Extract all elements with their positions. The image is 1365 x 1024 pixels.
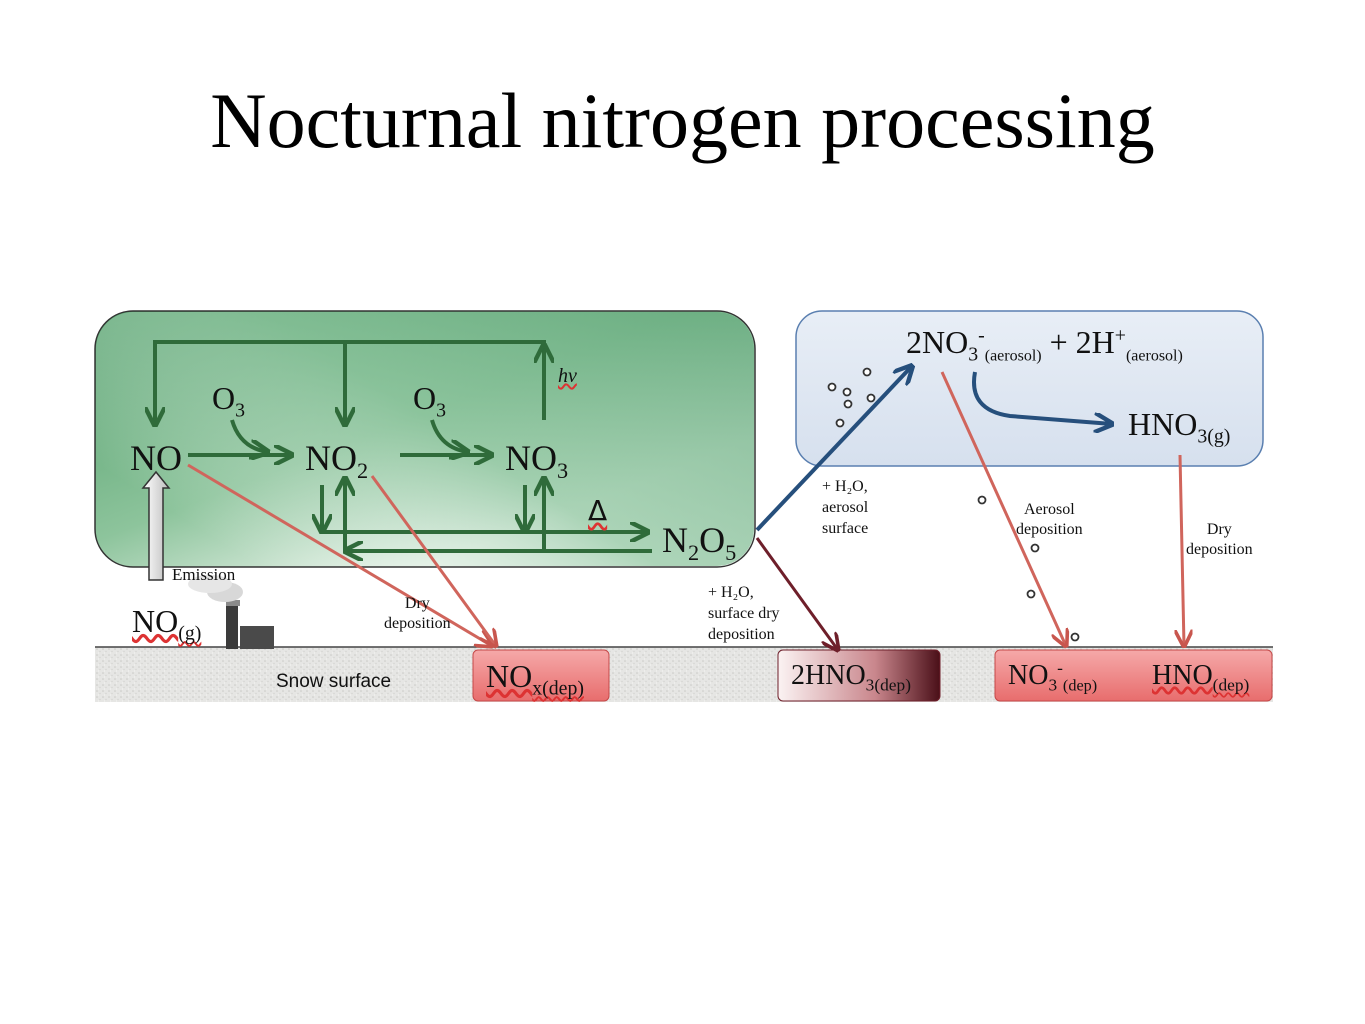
species-no3: NO3 [505,440,568,476]
species-o3-2: O3 [413,382,446,414]
label-delta: Δ [588,497,607,525]
species-hno-dep: HNO(dep) [1152,662,1249,690]
label-hv: hv [558,366,577,386]
label-dry-deposition-2: Dry deposition [1186,520,1253,560]
label-surface-dry-deposition: + H₂O, surface dry deposition [708,583,780,645]
species-nitrate-aerosol: 2NO3-(aerosol) + 2H+(aerosol) [906,326,1183,358]
label-aerosol-surface: + H₂O, aerosol surface [822,477,868,539]
species-nox-dep: NOx(dep) [486,660,584,692]
species-hno3-dep: 2HNO3(dep) [791,662,911,690]
species-no3-dep: NO3-(dep) [1008,662,1097,690]
label-dry-deposition-1: Dry deposition [384,594,451,634]
label-snow-surface: Snow surface [276,672,391,691]
species-no2: NO2 [305,440,368,476]
species-n2o5: N2O5 [662,522,736,558]
species-no: NO [130,440,182,476]
label-emission: Emission [172,566,235,583]
species-hno3-gas: HNO3(g) [1128,408,1230,440]
species-o3-1: O3 [212,382,245,414]
label-aerosol-deposition: Aerosol deposition [1016,500,1083,540]
species-no-gas: NO(g) [132,605,201,637]
